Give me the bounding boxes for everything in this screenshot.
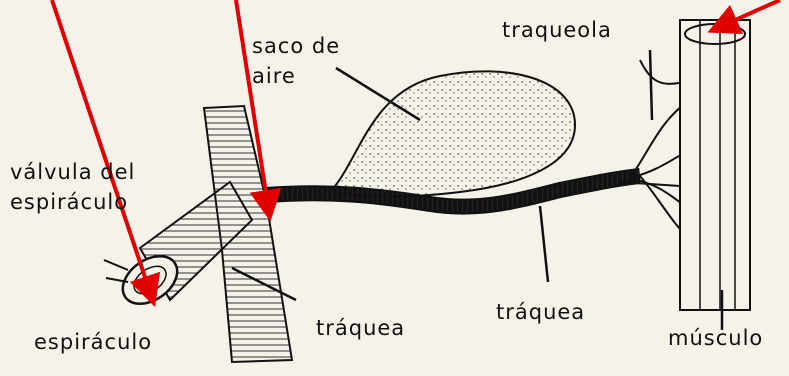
label-traqueola: traqueola bbox=[502, 18, 612, 42]
label-valvula-line1: válvula del bbox=[10, 160, 135, 184]
label-musculo: músculo bbox=[668, 326, 763, 350]
label-valvula-line2: espiráculo bbox=[10, 190, 128, 214]
air-sac bbox=[330, 71, 575, 196]
label-saco-de-aire-line1: saco de bbox=[252, 34, 340, 58]
label-saco-de-aire-line2: aire bbox=[252, 64, 296, 88]
muscle bbox=[680, 20, 750, 310]
label-traquea-left: tráquea bbox=[316, 316, 405, 340]
label-traquea-right: tráquea bbox=[496, 300, 585, 324]
label-espiraculo: espiráculo bbox=[34, 330, 152, 354]
